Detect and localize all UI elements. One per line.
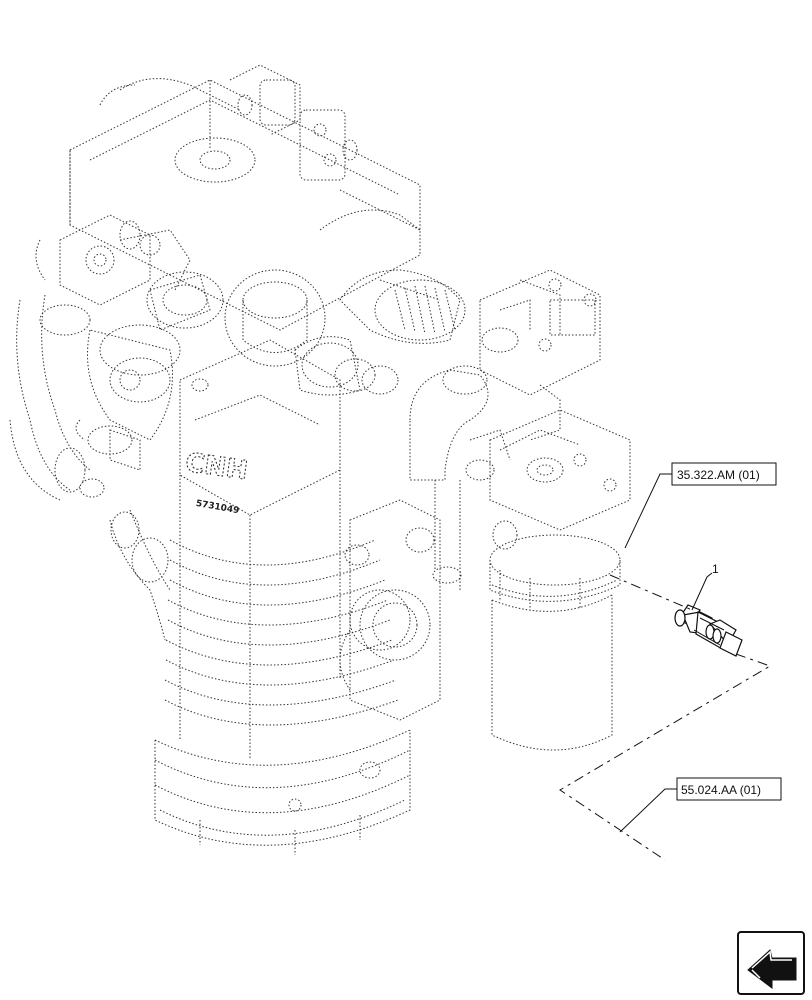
engine-serial-text: 5731049 xyxy=(195,499,240,516)
part-1-leader xyxy=(691,572,713,611)
page-navigation-arrow-icon[interactable] xyxy=(737,931,805,995)
callout-leader-55-024 xyxy=(619,788,677,833)
turbo-fins xyxy=(394,285,456,335)
part-number-label: 1 xyxy=(712,562,719,576)
callout-35-322[interactable]: 35.322.AM (01) xyxy=(624,462,777,549)
pressure-sensor xyxy=(674,604,743,657)
callout-label-35-322[interactable]: 35.322.AM (01) xyxy=(677,468,760,482)
callout-label-55-024[interactable]: 55.024.AA (01) xyxy=(681,783,761,797)
callout-55-024[interactable]: 55.024.AA (01) xyxy=(619,777,782,833)
engine-assembly xyxy=(9,64,631,855)
flow-line-upper xyxy=(609,574,693,611)
callout-leader-35-322 xyxy=(624,473,672,549)
air-filter-ribs xyxy=(164,539,399,726)
engine-brand-text: CNH xyxy=(183,448,249,486)
flow-line-lower xyxy=(559,653,772,861)
